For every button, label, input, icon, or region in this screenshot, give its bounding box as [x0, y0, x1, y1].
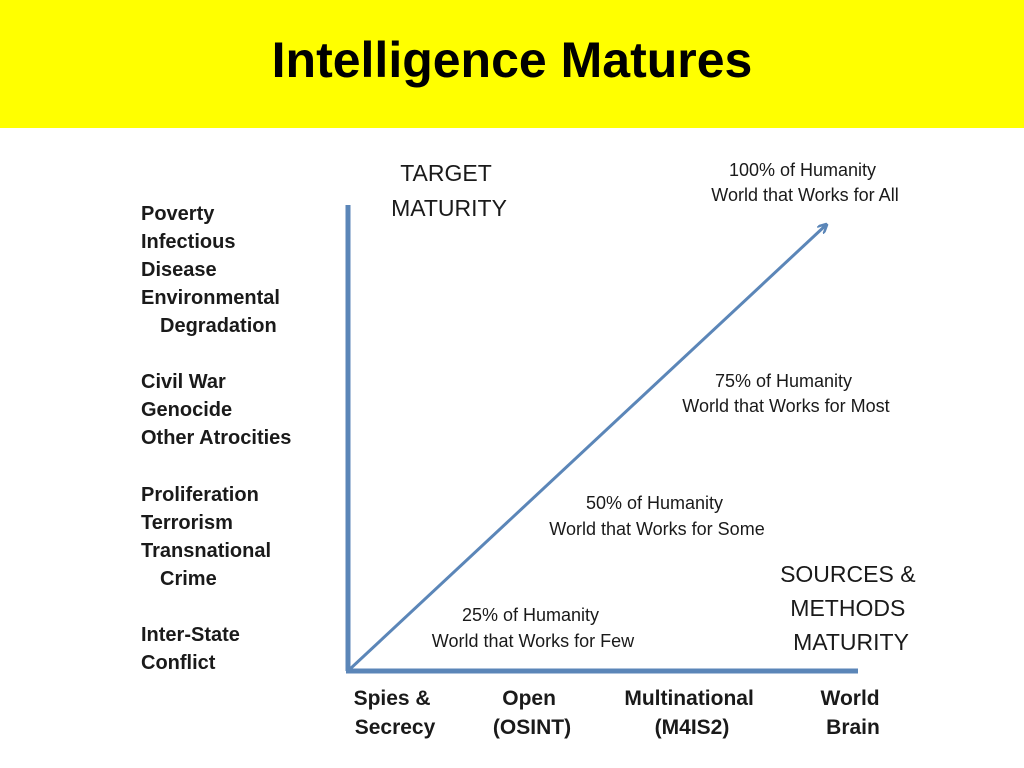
- y-axis-label: TARGET MATURITY: [391, 160, 507, 221]
- source-world-brain: World Brain: [821, 687, 886, 739]
- target-item: Degradation: [160, 315, 277, 337]
- target-item: Transnational: [141, 540, 271, 562]
- x-axis-label-line: METHODS: [790, 595, 905, 621]
- source-spies: Spies & Secrecy: [354, 687, 437, 739]
- target-item: Genocide: [141, 399, 232, 421]
- milestone-50: 50% of Humanity World that Works for Som…: [549, 493, 764, 539]
- source-open: Open (OSINT): [493, 687, 571, 739]
- target-item: Terrorism: [141, 512, 233, 534]
- target-item: Disease: [141, 259, 217, 281]
- target-item: Environmental: [141, 287, 280, 309]
- milestone-desc: World that Works for Few: [432, 631, 635, 651]
- milestone-percent: 50%: [586, 493, 622, 513]
- source-line: (OSINT): [493, 716, 571, 739]
- milestone-desc: World that Works for All: [711, 185, 898, 205]
- milestone-25: 25% of Humanity World that Works for Few: [432, 605, 635, 651]
- source-line: Open: [502, 687, 556, 710]
- milestone-rest: of Humanity: [775, 160, 876, 180]
- x-axis-label: SOURCES & METHODS MATURITY: [780, 561, 922, 655]
- target-item: Inter-State: [141, 624, 240, 646]
- source-line: Brain: [826, 716, 880, 739]
- source-multinational: Multinational (M4IS2): [624, 687, 759, 739]
- target-item: Poverty: [141, 203, 215, 225]
- x-axis-label-line: SOURCES &: [780, 561, 915, 587]
- milestone-percent: 100%: [729, 160, 775, 180]
- target-item: Civil War: [141, 371, 226, 393]
- y-axis-label-line: MATURITY: [391, 195, 507, 221]
- target-item: Infectious: [141, 231, 235, 253]
- milestone-rest: of Humanity: [751, 371, 852, 391]
- milestone-desc: World that Works for Most: [682, 396, 889, 416]
- target-item: Crime: [160, 568, 217, 590]
- milestone-100: 100% of Humanity World that Works for Al…: [711, 160, 898, 205]
- source-line: (M4IS2): [655, 716, 730, 739]
- x-axis-label-line: MATURITY: [793, 629, 909, 655]
- milestone-desc: World that Works for Some: [549, 519, 764, 539]
- title-band: [0, 0, 1024, 128]
- milestone-percent: 25%: [462, 605, 498, 625]
- source-line: World: [821, 687, 880, 710]
- y-axis-label-line: TARGET: [400, 160, 492, 186]
- target-item: Other Atrocities: [141, 427, 291, 449]
- milestone-percent: 75%: [715, 371, 751, 391]
- source-line: Multinational: [624, 687, 754, 710]
- milestone-rest: of Humanity: [498, 605, 599, 625]
- target-item: Proliferation: [141, 484, 259, 506]
- source-line: Secrecy: [355, 716, 436, 739]
- source-line: Spies &: [354, 687, 431, 710]
- maturity-arrow: [348, 225, 826, 671]
- milestone-75: 75% of Humanity World that Works for Mos…: [682, 371, 889, 416]
- target-list: Poverty Infectious Disease Environmental…: [141, 203, 297, 674]
- target-item: Conflict: [141, 652, 216, 674]
- slide-title: Intelligence Matures: [271, 32, 753, 88]
- milestone-rest: of Humanity: [622, 493, 723, 513]
